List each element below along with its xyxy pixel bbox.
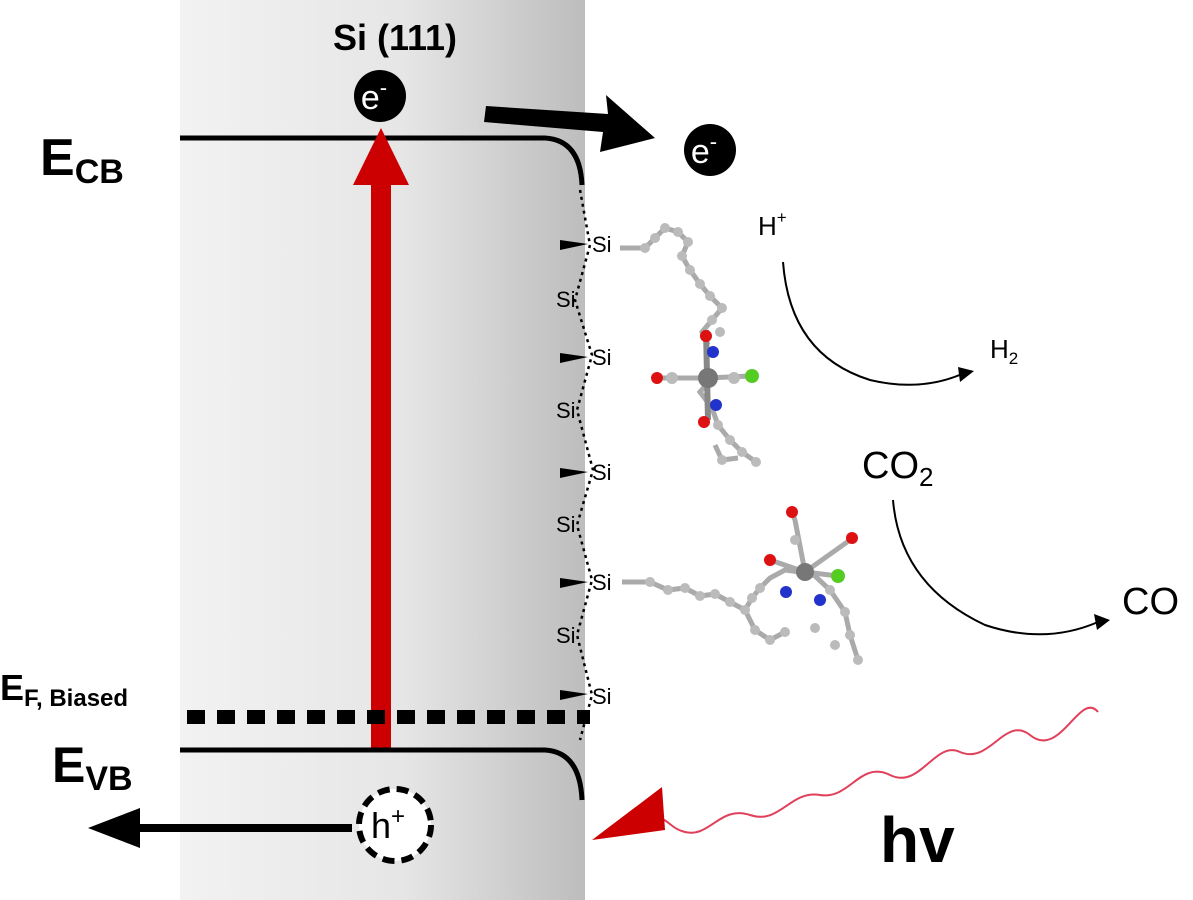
surface-si-atom: Si	[556, 623, 576, 648]
hole-transfer-arrow	[88, 808, 352, 848]
svg-text:h+: h+	[371, 803, 405, 846]
electron-transfer-arrow	[484, 95, 655, 152]
photon-wave	[659, 706, 1099, 834]
excitation-arrow	[353, 128, 409, 750]
material-label: Si (111)	[333, 17, 457, 58]
surface-si-atom: Si	[592, 570, 612, 595]
surface-si-atom: Si	[556, 398, 576, 423]
hydrogen-evolution-arrow	[782, 261, 974, 386]
photon-arrowhead	[592, 787, 665, 840]
catalyst-molecule-upper	[620, 223, 761, 467]
conduction-band-line	[180, 135, 585, 186]
valence-band-line	[180, 747, 585, 801]
co2-label: CO2	[862, 445, 933, 492]
surface-si-chain	[560, 189, 595, 741]
proton-label: H+	[758, 208, 787, 241]
hole: h+	[356, 786, 434, 864]
co2-reduction-arrow	[892, 499, 1110, 636]
transferred-electron: e-	[684, 124, 736, 176]
fermi-level-label: EF, Biased	[0, 667, 128, 712]
catalyst-molecule-lower	[622, 506, 863, 665]
surface-si-atom: Si	[556, 287, 576, 312]
surface-si-atom: Si	[592, 345, 612, 370]
photon-energy-label: hv	[880, 804, 955, 876]
hydrogen-label: H2	[990, 334, 1018, 368]
svg-text:e-: e-	[691, 129, 717, 171]
surface-si-atom: Si	[592, 684, 612, 709]
surface-si-atom: Si	[592, 460, 612, 485]
conduction-band-label: ECB	[40, 129, 124, 191]
surface-si-atom: Si	[592, 232, 612, 257]
surface-si-atom: Si	[556, 512, 576, 537]
co-label: CO	[1122, 581, 1179, 623]
electron-in-band: e-	[354, 70, 406, 122]
svg-text:e-: e-	[361, 75, 387, 117]
valence-band-label: EVB	[52, 737, 133, 798]
